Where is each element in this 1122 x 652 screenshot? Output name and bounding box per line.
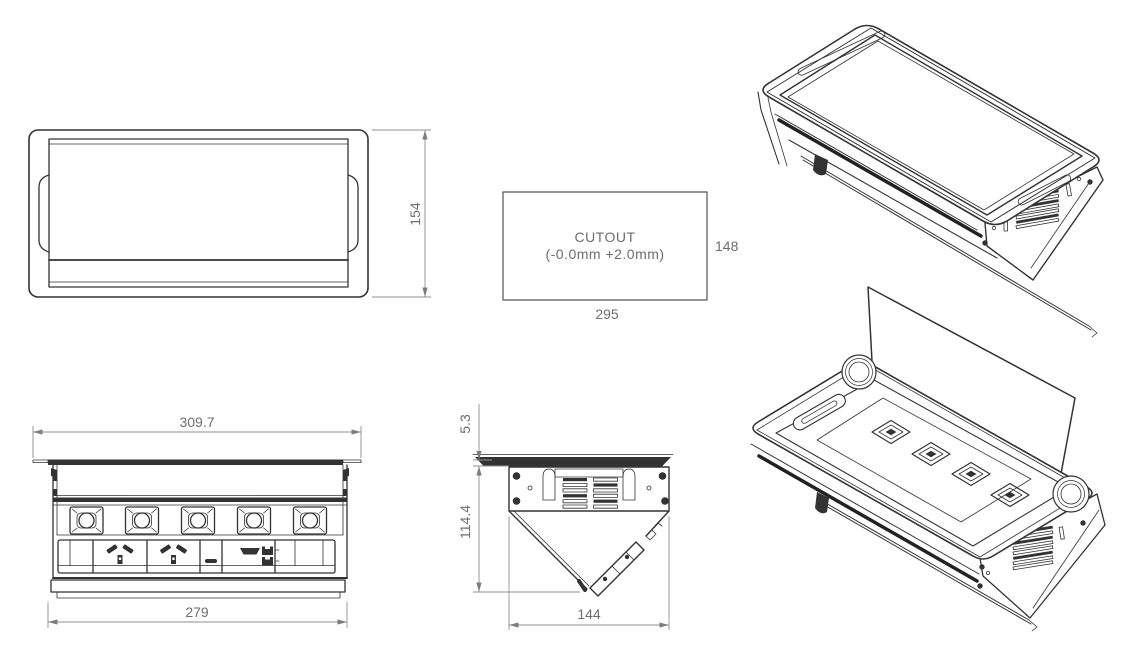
- lid-handle-recess-left: [38, 174, 50, 253]
- switch-slot-icon: [205, 559, 217, 563]
- dimension-279: 279: [47, 602, 348, 628]
- cutout-label: CUTOUT: [574, 229, 635, 245]
- dim-label-154: 154: [407, 202, 423, 226]
- dimension-309-7: 309.7: [32, 414, 362, 458]
- cutout-rectangle: [502, 191, 708, 301]
- dimension-114-4: 114.4: [457, 466, 580, 593]
- power-socket-icon: [160, 544, 187, 564]
- cable-grommet-iso: [911, 441, 951, 467]
- under-table-assembly: [508, 510, 670, 597]
- vent-grille: [562, 477, 618, 509]
- data-jack-icons: [262, 546, 280, 566]
- table-surface-flange: [472, 454, 674, 467]
- mounting-clip: [813, 154, 828, 176]
- handle-recess: [792, 393, 846, 431]
- hdmi-port-icon: [240, 548, 260, 555]
- hinge-cap-right: [1052, 475, 1090, 513]
- isometric-view-closed: [757, 24, 1104, 338]
- dimension-5-3: 5.3: [457, 404, 509, 467]
- body-front-edges: [757, 91, 1098, 338]
- side-view-drawing: 5.3 114.4 144: [457, 404, 674, 630]
- top-view-drawing: 154: [28, 129, 431, 298]
- dim-label-144: 144: [577, 606, 601, 622]
- dim-label-5-3: 5.3: [457, 414, 473, 434]
- dim-label-309-7: 309.7: [179, 414, 214, 430]
- base-plates: [50, 577, 348, 599]
- cable-grommet-iso: [871, 419, 911, 445]
- cable-grommet-iso: [990, 482, 1030, 508]
- tray-front-edge: [52, 495, 348, 536]
- dim-label-148: 148: [715, 238, 739, 254]
- tray-interior: [792, 393, 1032, 523]
- hinge-cap-left: [841, 354, 877, 390]
- dimension-144: 144: [508, 516, 670, 630]
- cutout-diagram: CUTOUT (-0.0mm +2.0mm) 148 295: [502, 191, 739, 322]
- terminal-block: [589, 541, 645, 597]
- cable-grommet: [292, 506, 328, 535]
- cable-grommet: [180, 506, 216, 535]
- cable-grommet: [69, 506, 104, 535]
- cable-grommet-iso: [951, 461, 991, 487]
- body-front-edges: [750, 443, 1038, 632]
- screws: [982, 176, 1093, 246]
- lid-closed: [779, 30, 1083, 216]
- open-lid-bar: [32, 459, 362, 478]
- lid-groove-right: [1017, 174, 1072, 206]
- lid-groove-left: [797, 30, 886, 76]
- power-socket-icon: [106, 544, 134, 564]
- top-view-outline: [28, 129, 369, 298]
- mounting-clip: [815, 492, 829, 514]
- cutout-tolerance-label: (-0.0mm +2.0mm): [545, 246, 664, 262]
- dim-label-114-4: 114.4: [457, 505, 473, 539]
- cable-grommet-row: [69, 506, 328, 535]
- isometric-view-open: [750, 286, 1106, 632]
- dim-label-279: 279: [185, 604, 209, 620]
- screws: [977, 520, 1086, 589]
- outlet-panel: [57, 539, 336, 574]
- cable-grommet: [124, 506, 160, 535]
- lid-handle-recess-right: [347, 174, 359, 253]
- screws: [512, 472, 669, 505]
- side-body: [508, 466, 670, 512]
- cable-grommet: [236, 506, 272, 535]
- dim-label-295: 295: [595, 306, 619, 322]
- front-view-drawing: 309.7: [32, 414, 362, 628]
- dimension-154: 154: [372, 129, 431, 298]
